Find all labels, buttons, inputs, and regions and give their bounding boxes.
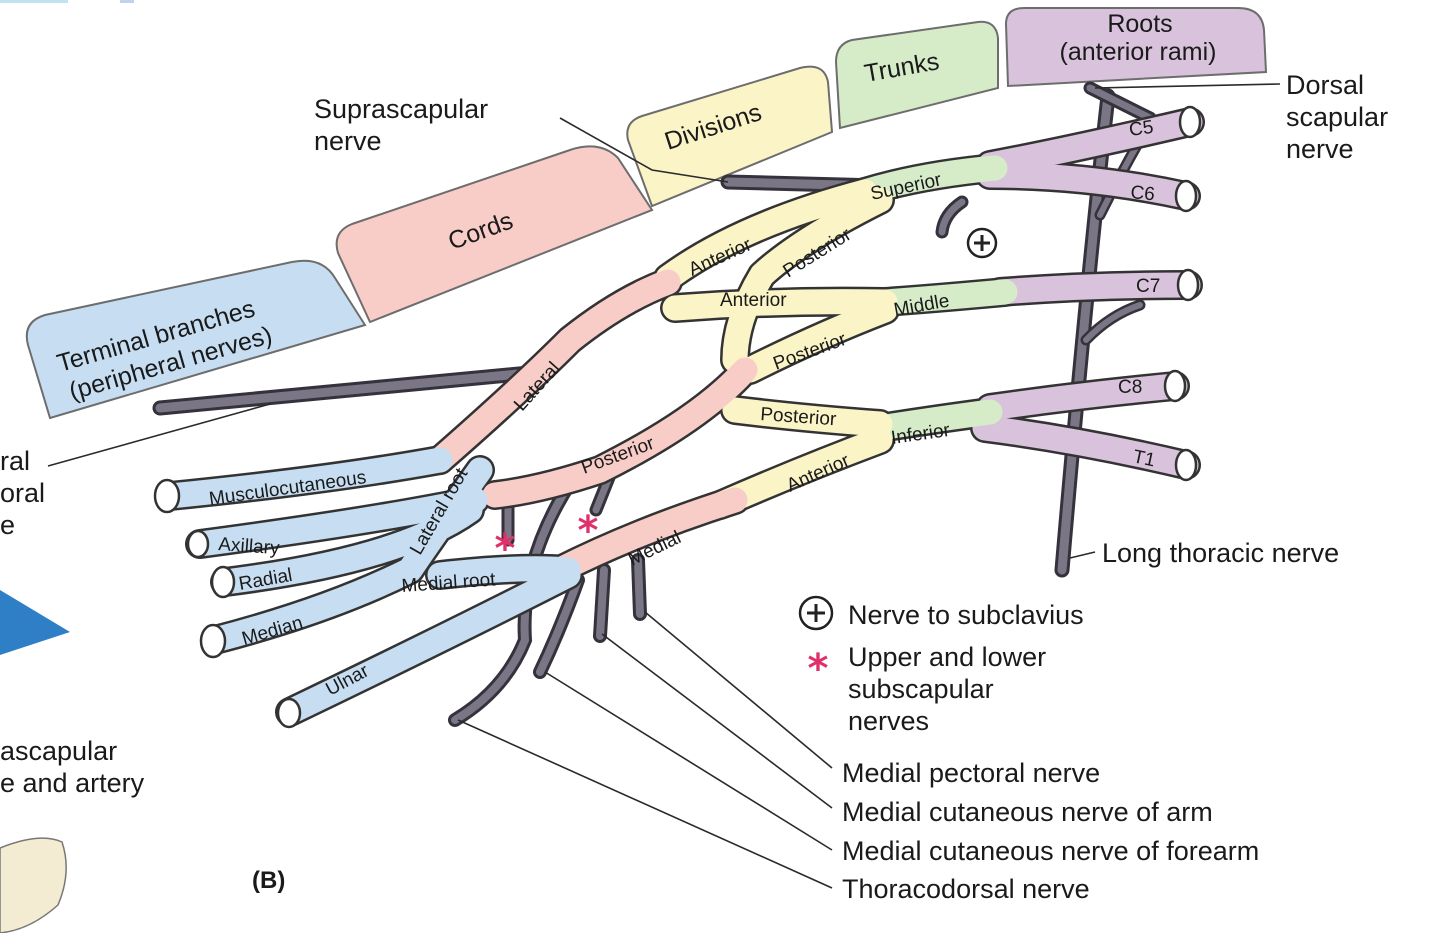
top-edge-mark-2: [120, 0, 134, 3]
header-tabs: [25, 7, 1268, 420]
edge-artwork: [0, 0, 134, 933]
panel-label: (B): [252, 867, 285, 894]
suprascapular-artery-label-1: ascapular: [0, 736, 117, 766]
star-lower-subscapular: *: [495, 526, 516, 572]
legend: Nerve to subclavius * Upper and lower su…: [798, 595, 1084, 736]
root-c7: C7: [1136, 276, 1160, 297]
lateral-pectoral-label-3: e: [0, 510, 15, 540]
legend-subscapular-1: Upper and lower: [848, 642, 1046, 672]
leader-lines: [47, 83, 1281, 889]
tab-cords: [335, 145, 654, 324]
header-roots-1: Roots: [1107, 10, 1172, 38]
header-roots-2: (anterior rami): [1060, 38, 1217, 66]
lateral-pectoral-label-1: ral: [0, 446, 30, 476]
tab-terminal-branches: [25, 259, 367, 420]
division-middle-anterior: Anterior: [720, 290, 787, 311]
legend-subscapular-3: nerves: [848, 706, 929, 736]
legend-subscapular-2: subscapular: [848, 674, 994, 704]
plexus: [155, 107, 1205, 727]
medial-cutaneous-arm-label: Medial cutaneous nerve of arm: [842, 797, 1213, 827]
tab-roots: [1004, 7, 1268, 88]
markers: * *: [495, 227, 998, 572]
dorsal-scapular-label-2: scapular: [1286, 102, 1388, 132]
legend-subclavius-icon: [798, 595, 834, 631]
root-t1: T1: [1131, 446, 1157, 471]
thoracodorsal-label: Thoracodorsal nerve: [842, 874, 1090, 904]
legend-star-icon: *: [808, 646, 829, 692]
side-labels: Suprascapular nerve Dorsal scapular nerv…: [0, 70, 1388, 904]
terminal-axillary: Axillary: [218, 534, 281, 559]
top-edge-mark: [0, 0, 68, 3]
suprascapular-label-2: nerve: [314, 126, 382, 156]
lateral-pectoral-label-2: oral: [0, 478, 45, 508]
tab-divisions: [626, 65, 834, 208]
medial-pectoral-label: Medial pectoral nerve: [842, 758, 1100, 788]
triangle-shape: [0, 590, 70, 655]
root-c6: C6: [1129, 182, 1155, 205]
root-c5: C5: [1128, 117, 1155, 141]
bone-shape: [0, 837, 67, 933]
dorsal-scapular-label-1: Dorsal: [1286, 70, 1364, 100]
subclavius-marker: [966, 227, 998, 259]
root-c8: C8: [1118, 377, 1142, 398]
star-upper-subscapular: *: [578, 508, 599, 554]
tab-trunks: [834, 20, 999, 130]
legend-subclavius: Nerve to subclavius: [848, 600, 1084, 630]
suprascapular-label-1: Suprascapular: [314, 94, 488, 124]
medial-cutaneous-forearm-label: Medial cutaneous nerve of forearm: [842, 836, 1259, 866]
dorsal-scapular-label-3: nerve: [1286, 134, 1354, 164]
long-thoracic-label: Long thoracic nerve: [1102, 538, 1339, 568]
tube-end-caps: [153, 105, 1202, 729]
suprascapular-artery-label-2: e and artery: [0, 768, 145, 798]
